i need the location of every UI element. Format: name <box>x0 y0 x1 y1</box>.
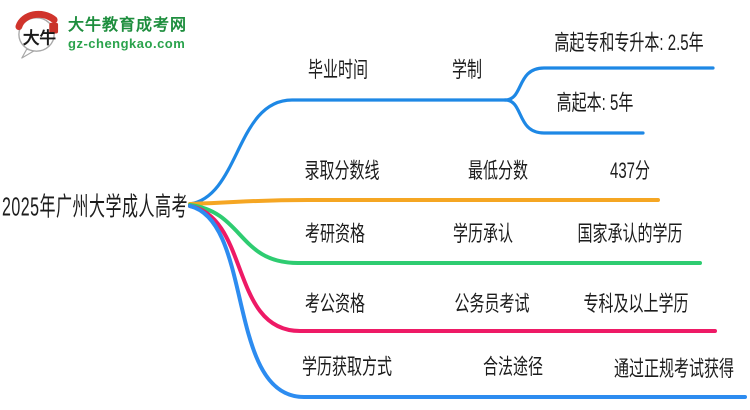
root-node: 2025年广州大学成人高考 <box>1 194 189 222</box>
branch-line-postgraduate <box>188 203 702 265</box>
node-associate-or-above: 专科及以上学历 <box>583 292 689 317</box>
node-civil-service-eligibility: 考公资格 <box>304 292 366 317</box>
branch-line-graduation-time <box>188 98 507 206</box>
node-admission-score-line: 录取分数线 <box>304 159 380 184</box>
logo-red-seal <box>49 22 59 34</box>
node-obtained-via-formal-exam: 通过正规考试获得 <box>613 357 735 382</box>
node-minimum-score: 最低分数 <box>467 159 529 184</box>
logo-red-arc <box>15 10 58 31</box>
branch-line-admission-score <box>188 198 660 206</box>
logo-title: 大牛教育成考网 <box>68 17 188 35</box>
logo-icon-characters: 大牛 <box>23 27 57 47</box>
node-postgrad-eligibility: 考研资格 <box>304 222 366 247</box>
daniu-logo-icon: 大牛 <box>15 10 59 59</box>
logo-domain: gz-chengkao.com <box>68 35 186 51</box>
branch-line-duration-lower <box>503 98 645 135</box>
node-degree-recognition: 学历承认 <box>452 222 514 247</box>
site-logo: 大牛 大牛教育成考网 gz-chengkao.com <box>14 8 187 60</box>
node-duration-highschool-bachelor: 高起本: 5年 <box>556 91 634 116</box>
branch-line-degree-acquisition <box>188 204 747 399</box>
node-state-recognized-degree: 国家承认的学历 <box>577 222 683 247</box>
node-study-duration: 学制 <box>451 58 483 83</box>
node-duration-college-upgrade: 高起专和专升本: 2.5年 <box>554 31 704 56</box>
branch-line-civil-service <box>188 204 717 333</box>
node-degree-acquisition-method: 学历获取方式 <box>301 355 393 380</box>
node-score-value: 437分 <box>609 159 651 184</box>
branch-line-duration-upper <box>503 66 715 102</box>
node-legal-channel: 合法途径 <box>482 355 544 380</box>
node-graduation-time: 毕业时间 <box>307 58 369 83</box>
node-civil-service-exam: 公务员考试 <box>454 292 530 317</box>
